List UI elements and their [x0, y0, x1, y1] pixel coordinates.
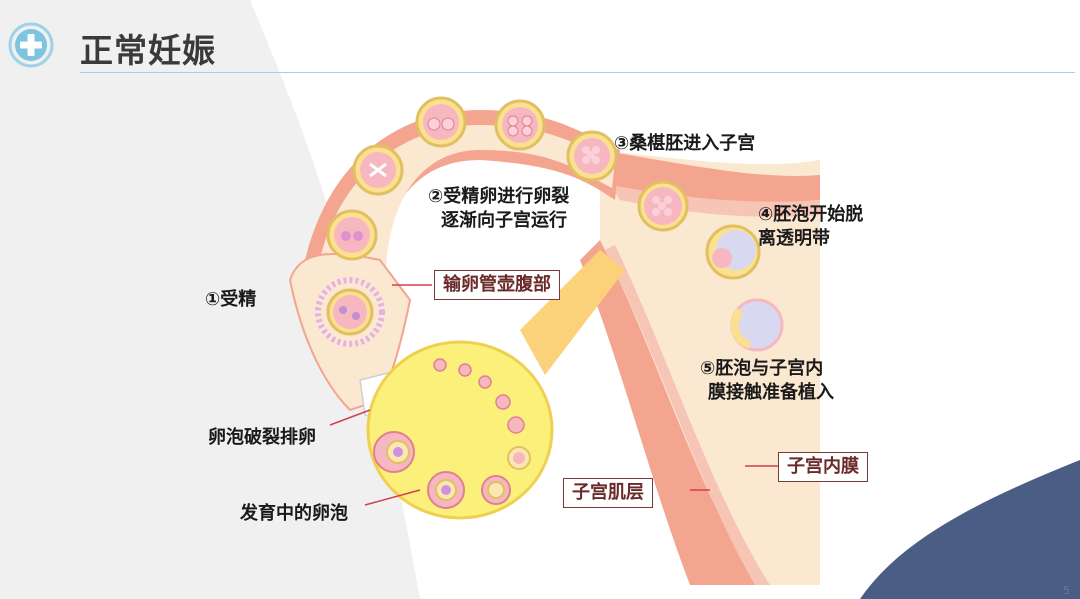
myometrium-layer	[580, 240, 760, 585]
label-implantation-line2: 膜接触准备植入	[708, 382, 834, 403]
header-divider	[80, 72, 1075, 73]
label-developing-follicle: 发育中的卵泡	[240, 503, 348, 524]
box-ampulla: 输卵管壶腹部	[434, 270, 560, 300]
label-blastocyst-line1: ④胚泡开始脱	[758, 204, 864, 225]
endometrium-layer	[605, 245, 770, 585]
page-title: 正常妊娠	[80, 31, 216, 70]
box-endometrium: 子宫内膜	[778, 452, 868, 482]
fertilized-egg	[315, 277, 385, 347]
label-ovulation: 卵泡破裂排卵	[208, 427, 316, 448]
ovarian-ligament	[520, 250, 625, 375]
uterus	[580, 150, 820, 585]
embryo-stages	[326, 96, 784, 352]
box-myometrium: 子宫肌层	[563, 478, 653, 508]
label-implantation-line1: ⑤胚泡与子宫内	[700, 358, 824, 379]
label-cleavage-line1: ②受精卵进行卵裂	[428, 186, 570, 207]
label-cleavage-line2: 逐渐向子宫运行	[441, 210, 567, 231]
pointer-lines	[329, 284, 778, 506]
label-blastocyst-line2: 离透明带	[758, 228, 830, 249]
ovary	[366, 340, 554, 520]
page-number: 5	[1063, 584, 1070, 597]
label-fertilization: ①受精	[205, 289, 257, 310]
label-morula: ③桑椹胚进入子宫	[614, 133, 756, 154]
medical-cross-icon	[8, 22, 54, 68]
